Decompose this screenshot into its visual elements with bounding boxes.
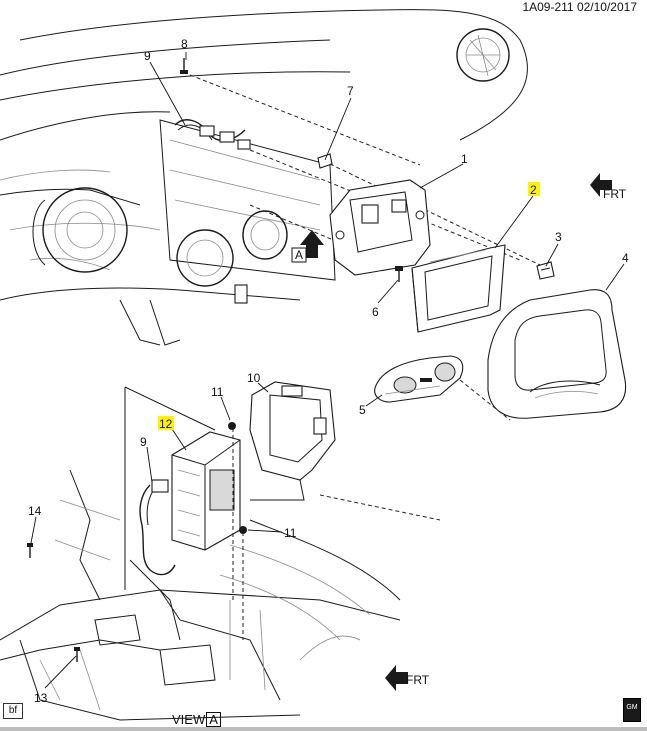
alignment-line-7 bbox=[329, 163, 541, 266]
left-air-vent bbox=[32, 187, 128, 273]
bottom-rule bbox=[0, 727, 647, 731]
leader-11-top bbox=[220, 396, 231, 421]
leader-9-top bbox=[149, 61, 186, 126]
bracket-part-10 bbox=[249, 381, 336, 501]
display-part-2 bbox=[411, 244, 506, 333]
display-bracket-part-1 bbox=[329, 179, 431, 276]
nut-11-top bbox=[228, 422, 236, 430]
leader-9-bottom bbox=[146, 446, 153, 483]
view-a-leader-line bbox=[124, 386, 216, 431]
callout-8: 8 bbox=[181, 37, 188, 51]
callout-2-highlight bbox=[528, 182, 540, 196]
callout-3: 3 bbox=[555, 230, 562, 244]
control-panel-part-5 bbox=[374, 355, 464, 403]
leader-2 bbox=[494, 195, 534, 249]
callout-7: 7 bbox=[347, 84, 354, 98]
module-part-12 bbox=[171, 431, 241, 551]
leader-7 bbox=[324, 97, 352, 161]
callout-11-bottom: 11 bbox=[284, 526, 297, 540]
callout-12-highlight bbox=[158, 416, 174, 430]
view-a-marker-letter: A bbox=[295, 248, 303, 262]
front-direction-arrow-icon-bottom: FRT bbox=[385, 665, 430, 691]
leader-3 bbox=[545, 243, 559, 267]
leader-12 bbox=[171, 428, 187, 451]
leader-11-bottom bbox=[247, 529, 283, 533]
nut-11-bottom bbox=[239, 526, 247, 534]
wiring-harness-bottom bbox=[139, 479, 176, 576]
leader-1 bbox=[419, 163, 464, 189]
frt-label-top: FRT bbox=[603, 187, 627, 201]
dashboard-outline bbox=[0, 9, 528, 346]
callout-10: 10 bbox=[247, 371, 261, 385]
alignment-line-5 bbox=[459, 379, 511, 421]
front-direction-arrow-icon: FRT bbox=[590, 173, 627, 201]
leader-5 bbox=[365, 394, 383, 407]
leader-4 bbox=[605, 263, 625, 291]
callout-6: 6 bbox=[372, 305, 379, 319]
callout-12: 12 bbox=[159, 417, 173, 431]
leader-6 bbox=[377, 279, 399, 304]
callout-4: 4 bbox=[622, 251, 629, 265]
callout-1: 1 bbox=[461, 152, 468, 166]
alignment-line-10 bbox=[319, 494, 441, 521]
leader-14 bbox=[30, 516, 37, 544]
view-caption-letter: A bbox=[206, 712, 221, 727]
console-structure bbox=[0, 469, 401, 721]
gm-logo-icon: GM bbox=[623, 698, 641, 722]
view-a-arrow-icon: A bbox=[291, 230, 324, 263]
bolt-13 bbox=[74, 647, 80, 662]
bezel-part-4 bbox=[487, 289, 627, 419]
screw-6 bbox=[395, 266, 403, 282]
clip-7 bbox=[317, 153, 333, 169]
view-caption-prefix: VIEW bbox=[172, 712, 206, 727]
wiring-harness-top bbox=[174, 119, 251, 150]
callout-9-bottom: 9 bbox=[140, 435, 147, 449]
callout-14: 14 bbox=[28, 504, 42, 518]
center-stack-frame bbox=[149, 119, 336, 346]
right-air-vent bbox=[456, 28, 510, 82]
alignment-line-8 bbox=[189, 74, 421, 166]
frt-label-bottom: FRT bbox=[406, 673, 430, 687]
bolt-8 bbox=[180, 58, 188, 74]
diagram-code: 1A09-211 02/10/2017 bbox=[522, 0, 637, 14]
leader-13 bbox=[44, 655, 77, 689]
callout-2: 2 bbox=[530, 183, 537, 197]
bolt-14 bbox=[27, 543, 33, 558]
callout-5: 5 bbox=[359, 403, 366, 417]
corner-code-box: bf bbox=[3, 703, 23, 719]
callout-11-top: 11 bbox=[211, 385, 224, 399]
leader-10 bbox=[257, 382, 269, 393]
callout-9-top: 9 bbox=[144, 49, 151, 63]
clip-3 bbox=[536, 261, 555, 280]
callout-13: 13 bbox=[34, 691, 48, 705]
